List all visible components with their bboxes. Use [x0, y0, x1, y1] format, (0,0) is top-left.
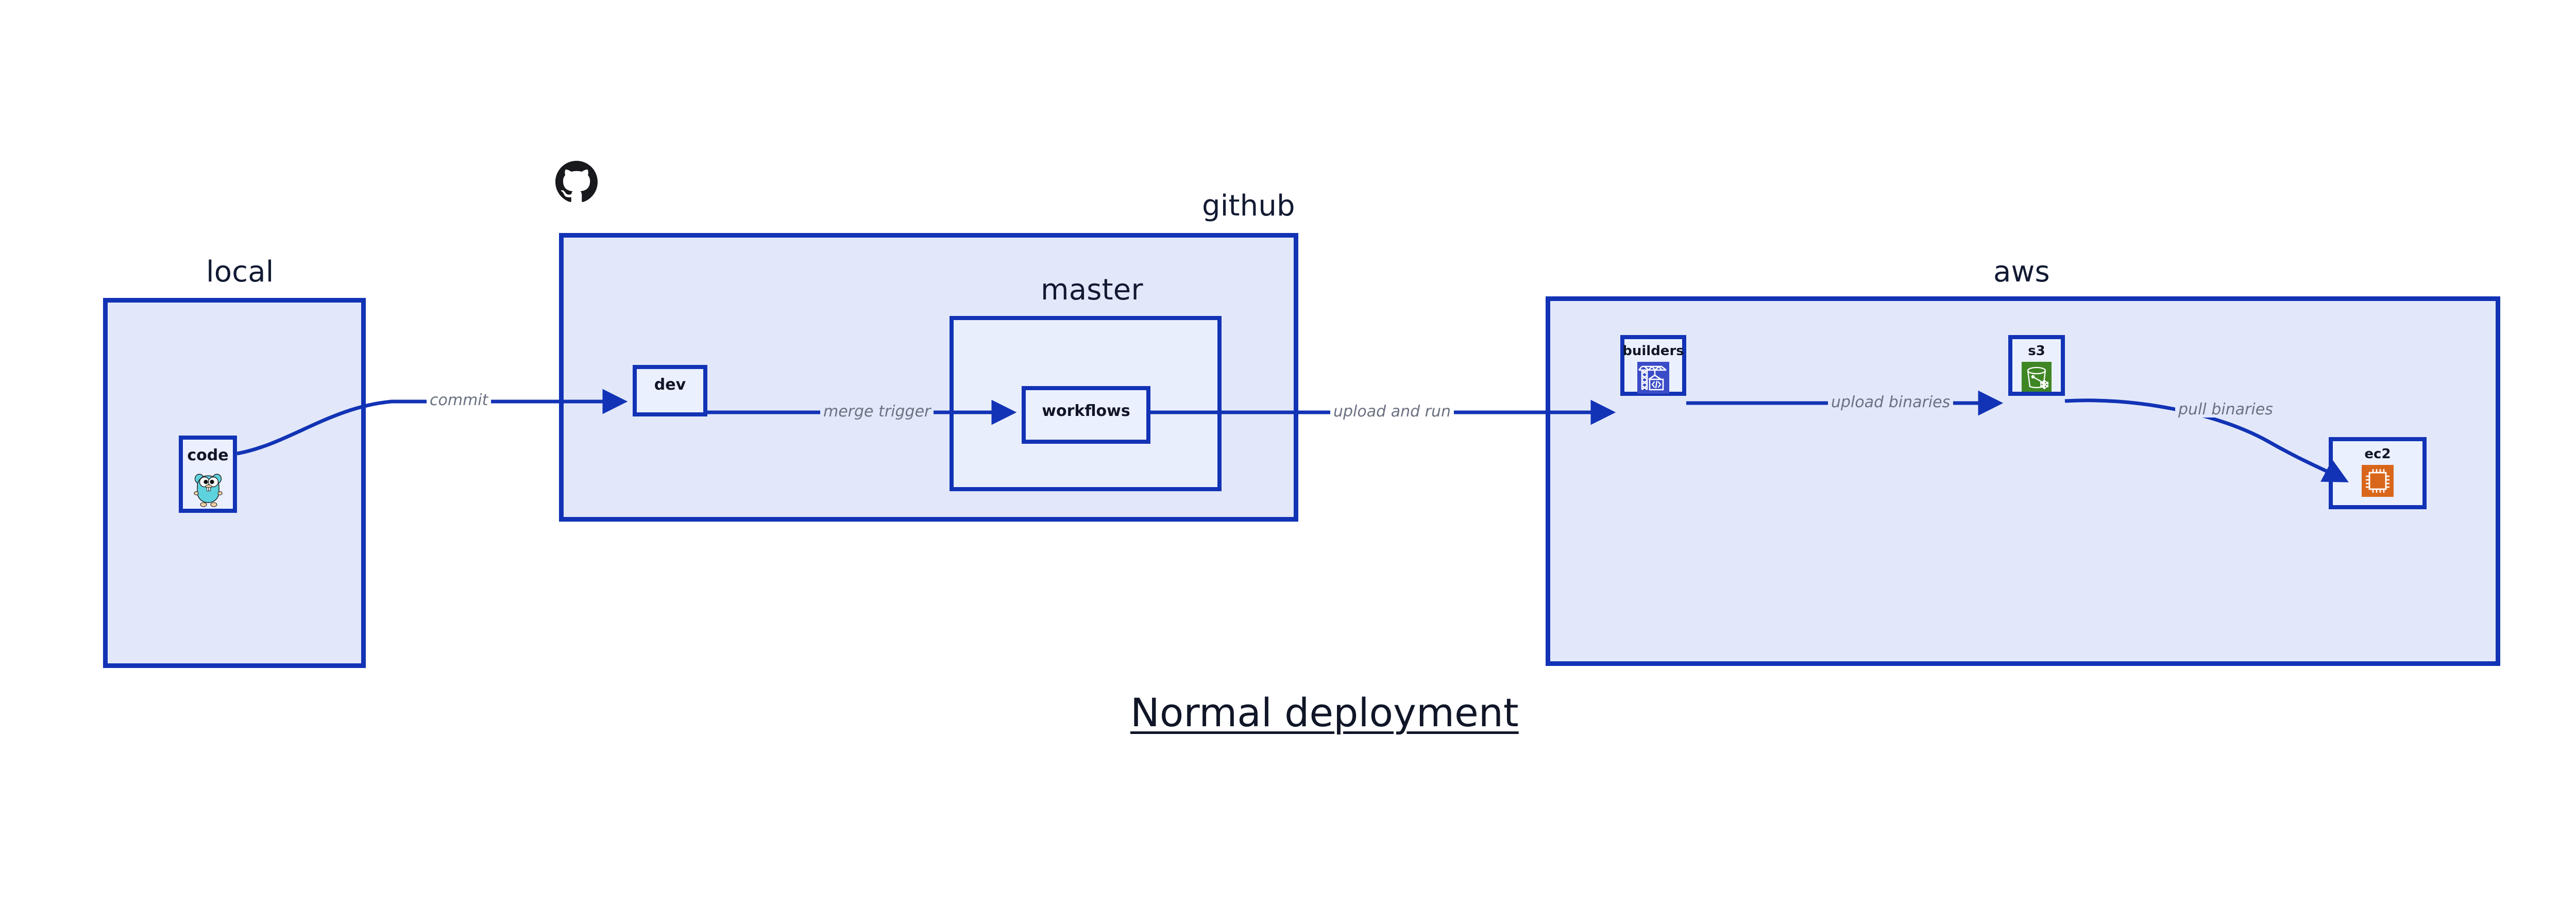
- go-gopher-icon: [193, 471, 223, 510]
- edge-label-merge-trigger: merge trigger: [820, 404, 934, 420]
- group-label-master: master: [1041, 273, 1143, 307]
- node-workflows[interactable]: workflows: [1022, 386, 1150, 444]
- aws-ec2-chip-icon: [2362, 465, 2394, 499]
- node-builders[interactable]: builders: [1620, 335, 1686, 396]
- group-label-github: github: [1202, 189, 1295, 223]
- edge-label-commit: commit: [427, 393, 492, 408]
- octocat-logo: [555, 161, 598, 205]
- node-label-builders: builders: [1622, 343, 1684, 359]
- node-dev[interactable]: dev: [633, 365, 707, 416]
- edge-label-pull-binaries: pull binaries: [2175, 402, 2276, 417]
- node-label-s3: s3: [2028, 343, 2045, 359]
- node-label-ec2: ec2: [2364, 446, 2391, 462]
- group-label-local: local: [206, 255, 274, 289]
- node-ec2[interactable]: ec2: [2329, 437, 2427, 509]
- aws-codebuild-crane-icon: [1637, 362, 1669, 396]
- node-s3[interactable]: s3: [2008, 335, 2065, 396]
- node-code[interactable]: code: [179, 436, 237, 513]
- edge-label-upload-and-run: upload and run: [1330, 404, 1454, 420]
- node-label-code: code: [187, 446, 229, 464]
- node-label-dev: dev: [654, 376, 686, 394]
- node-label-workflows: workflows: [1042, 402, 1130, 420]
- group-label-aws: aws: [1993, 255, 2050, 289]
- diagram-title: Normal deployment: [1130, 690, 1519, 736]
- aws-s3-glacier-bucket-icon: [2022, 362, 2052, 394]
- edge-label-upload-binaries: upload binaries: [1828, 395, 1954, 410]
